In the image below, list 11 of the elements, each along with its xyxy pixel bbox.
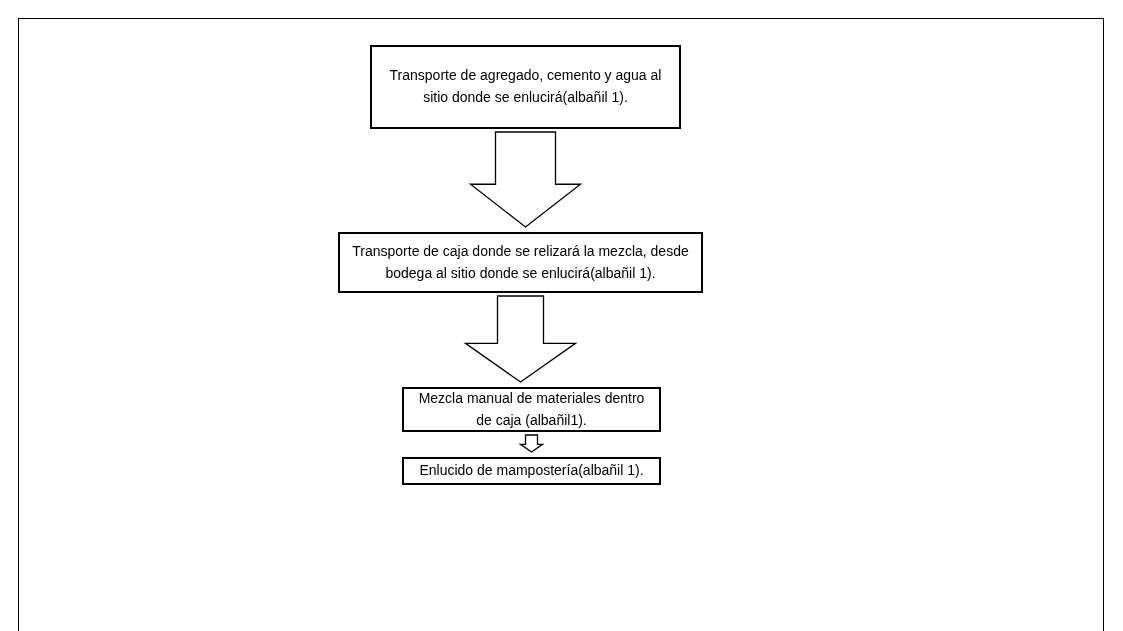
block-arrow bbox=[518, 434, 545, 453]
step-text: Transporte de caja donde se relizará la mezcla, desde bodega al sitio donde se enlucirá(albañil 1). bbox=[351, 241, 690, 283]
block-arrow bbox=[468, 131, 583, 228]
process-box bbox=[370, 45, 681, 129]
step-text: Mezcla manual de materiales dentro de caja (albañil1). bbox=[417, 388, 646, 430]
process-box bbox=[402, 387, 661, 432]
step-text: Transporte de agregado, cemento y agua al sitio donde se enlucirá(albañil 1). bbox=[388, 66, 663, 107]
block-arrow bbox=[463, 295, 578, 383]
step-text: Enlucido de mampostería(albañil 1). bbox=[419, 461, 644, 481]
process-box bbox=[338, 232, 703, 293]
process-box bbox=[402, 457, 661, 485]
